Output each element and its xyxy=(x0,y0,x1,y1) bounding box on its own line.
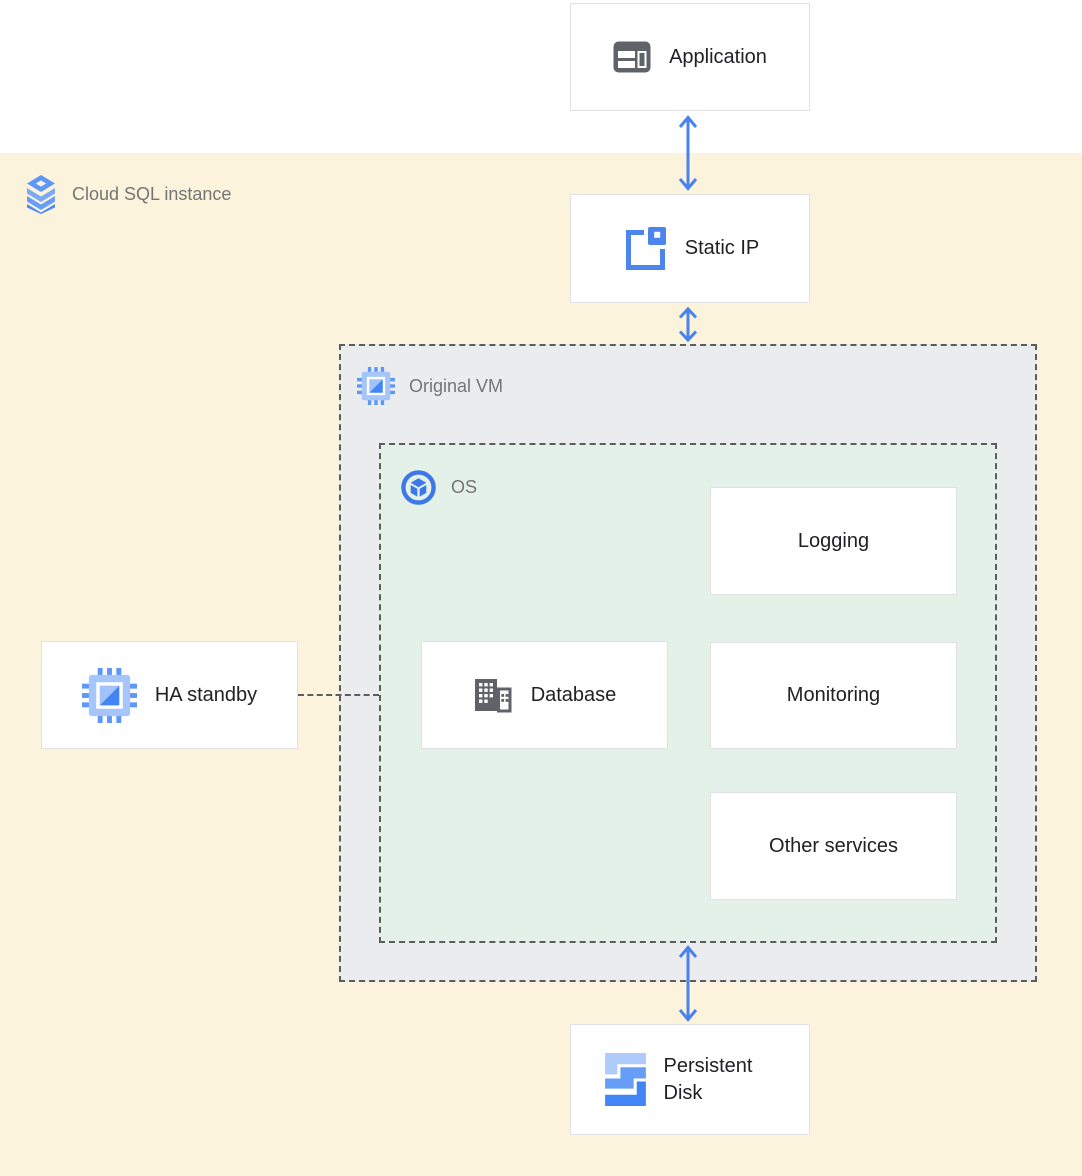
arrow-application-staticip xyxy=(678,115,698,191)
arrow-os-persistentdisk xyxy=(678,945,698,1022)
os-icon xyxy=(401,470,436,505)
other-services-node: Other services xyxy=(710,792,957,900)
other-services-label: Other services xyxy=(769,834,898,857)
app-window-icon xyxy=(613,41,651,73)
os-region-label: OS xyxy=(400,469,477,506)
ha-standby-label: HA standby xyxy=(154,683,258,706)
dashed-connector-ha-vm xyxy=(298,694,379,696)
monitoring-label: Monitoring xyxy=(786,684,881,706)
ha-standby-node: HA standby xyxy=(41,641,298,749)
os-region-label-text: OS xyxy=(451,477,478,497)
logging-node: Logging xyxy=(710,487,957,595)
static-ip-node: Static IP xyxy=(570,194,810,303)
application-label: Application xyxy=(669,45,767,68)
cloud-sql-region-label: Cloud SQL instance xyxy=(24,174,231,214)
building-icon xyxy=(474,679,512,713)
vm-chip-icon xyxy=(357,367,395,405)
persistent-disk-label: Persistent Disk xyxy=(663,1054,753,1104)
monitoring-node: Monitoring xyxy=(710,642,957,749)
database-label: Database xyxy=(530,683,617,706)
static-ip-label: Static IP xyxy=(684,237,760,259)
cloud-sql-icon xyxy=(27,175,55,214)
vm-chip-icon xyxy=(81,667,137,723)
original-vm-region-label-text: Original VM xyxy=(409,375,504,396)
database-node: Database xyxy=(421,641,668,749)
application-node: Application xyxy=(570,3,810,111)
persistent-disk-node: Persistent Disk xyxy=(570,1024,810,1135)
persistent-disk-icon xyxy=(604,1053,646,1106)
arrow-staticip-vm xyxy=(678,306,698,343)
logging-label: Logging xyxy=(797,529,870,552)
cloud-sql-region-label-text: Cloud SQL instance xyxy=(72,183,232,204)
original-vm-region-label: Original VM xyxy=(357,367,503,405)
static-ip-icon xyxy=(625,226,666,270)
